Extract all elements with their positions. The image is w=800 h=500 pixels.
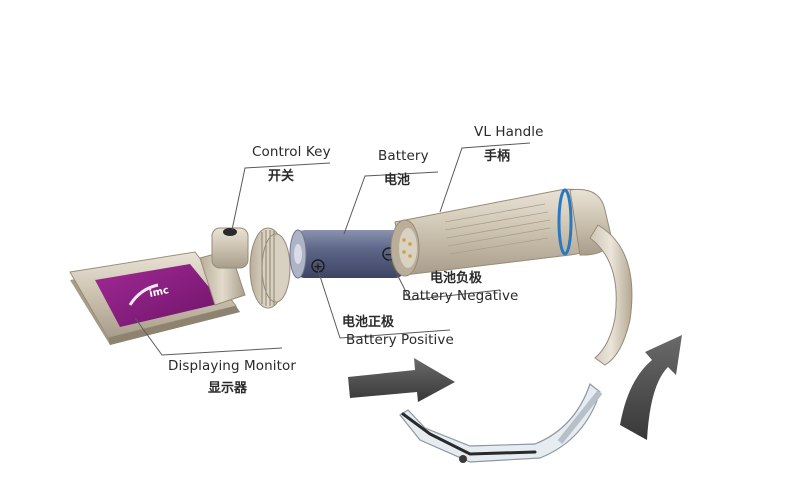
battery-positive-symbol-icon: [311, 259, 325, 273]
control-key-button: [223, 228, 237, 236]
monitor-screen: [95, 264, 222, 327]
leader-lines: [134, 142, 531, 356]
battery-positive-label-zh: 电池正极: [342, 315, 395, 330]
monitor-logo-icon: [128, 283, 159, 306]
battery-negative-label-zh: 电池负极: [430, 271, 483, 286]
battery: + −: [289, 229, 405, 279]
vl-handle: [390, 188, 633, 366]
arrow-right-icon: [348, 358, 455, 402]
battery-negative-symbol: −: [384, 248, 393, 261]
battery-positive-label-en: Battery Positive: [346, 332, 454, 348]
displaying-monitor: imc: [69, 251, 240, 345]
control-key-label-zh: 开关: [268, 169, 295, 184]
disposable-blade: [399, 382, 603, 463]
monitor-logo-text: imc: [148, 285, 170, 300]
battery-positive-symbol: +: [313, 260, 322, 273]
handle-blue-ring: [557, 188, 573, 256]
control-key-label-en: Control Key: [252, 144, 331, 160]
control-key-assembly: [199, 227, 291, 309]
battery-negative-label-en: Battery Negative: [402, 288, 519, 304]
displaying-monitor-label-zh: 显示器: [208, 381, 248, 396]
vl-handle-label-en: VL Handle: [474, 124, 544, 140]
displaying-monitor-label-en: Displaying Monitor: [168, 358, 297, 374]
arrow-curved-up-icon: [620, 335, 682, 440]
battery-label-zh: 电池: [384, 173, 411, 188]
battery-label-en: Battery: [378, 148, 429, 164]
vl-handle-label-zh: 手柄: [484, 149, 511, 164]
